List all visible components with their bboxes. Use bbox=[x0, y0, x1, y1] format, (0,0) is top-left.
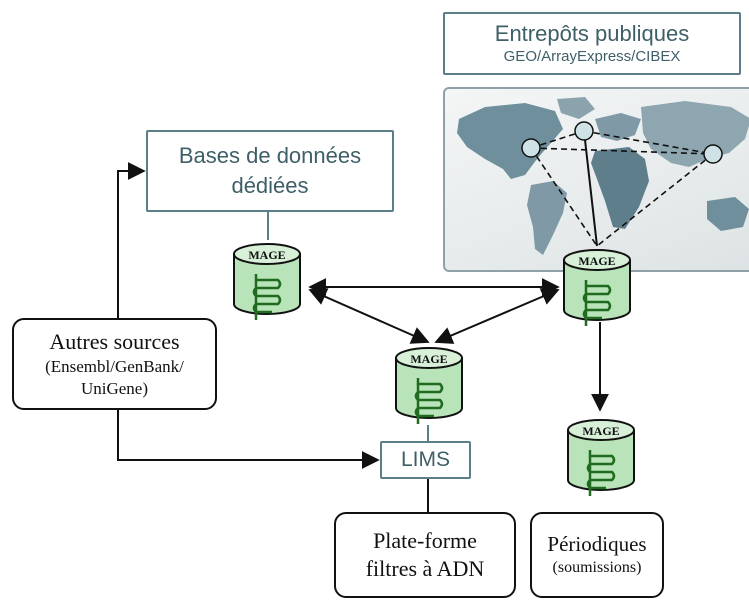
dedicated-db-line1: Bases de données bbox=[178, 143, 362, 168]
platform-box: Plate-forme filtres à ADN bbox=[334, 512, 516, 598]
greenland-shape bbox=[557, 97, 595, 119]
mage-label-center: MAGE bbox=[410, 352, 447, 366]
public-repositories-box: Entrepôts publiques GEO/ArrayExpress/CIB… bbox=[443, 12, 741, 75]
repositories-title: Entrepôts publiques bbox=[494, 20, 690, 46]
periodicals-box: Périodiques (soumissions) bbox=[530, 512, 664, 598]
map-link-dashed-2 bbox=[596, 153, 714, 247]
repositories-subtitle: GEO/ArrayExpress/CIBEX bbox=[503, 47, 681, 65]
map-link-solid bbox=[583, 130, 598, 247]
other-sources-box: Autres sources (Ensembl/GenBank/ UniGene… bbox=[12, 318, 217, 410]
lims-label: LIMS bbox=[400, 448, 450, 471]
map-node-asia bbox=[703, 144, 723, 164]
north-america-shape bbox=[457, 103, 563, 179]
mage-cylinder-center: MAGE bbox=[395, 347, 463, 424]
mage-left-center-arrow bbox=[308, 288, 430, 344]
dedicated-databases-box: Bases de données dédiées bbox=[146, 130, 394, 212]
platform-line2: filtres à ADN bbox=[365, 556, 485, 581]
map-link-dashed-5 bbox=[530, 147, 714, 155]
mage-label-right: MAGE bbox=[578, 254, 615, 268]
africa-shape bbox=[591, 147, 649, 229]
sources-to-db-arrow bbox=[117, 162, 146, 318]
other-sources-sub1: (Ensembl/GenBank/ bbox=[45, 357, 184, 376]
map-link-dashed-4 bbox=[583, 130, 714, 155]
mage-cylinder-periodicals: MAGE bbox=[567, 419, 635, 496]
sources-to-lims-arrow bbox=[117, 410, 380, 469]
mage-right-center-arrow bbox=[434, 288, 560, 344]
map-node-europe bbox=[574, 121, 594, 141]
other-sources-sub2: UniGene) bbox=[80, 379, 149, 398]
europe-shape bbox=[595, 113, 641, 141]
australia-shape bbox=[707, 197, 749, 231]
other-sources-title: Autres sources bbox=[49, 329, 180, 354]
south-america-shape bbox=[527, 181, 567, 255]
platform-line1: Plate-forme bbox=[373, 528, 477, 553]
mage-label-left: MAGE bbox=[248, 248, 285, 262]
dedicated-db-line2: dédiées bbox=[231, 173, 309, 198]
periodicals-title: Périodiques bbox=[547, 532, 647, 556]
mage-cylinder-left: MAGE bbox=[233, 243, 301, 320]
mage-label-periodicals: MAGE bbox=[582, 424, 619, 438]
periodicals-sub: (soumissions) bbox=[552, 559, 642, 576]
mage-cylinder-right: MAGE bbox=[563, 249, 631, 326]
lims-box: LIMS bbox=[380, 441, 471, 479]
map-node-america bbox=[521, 138, 541, 158]
